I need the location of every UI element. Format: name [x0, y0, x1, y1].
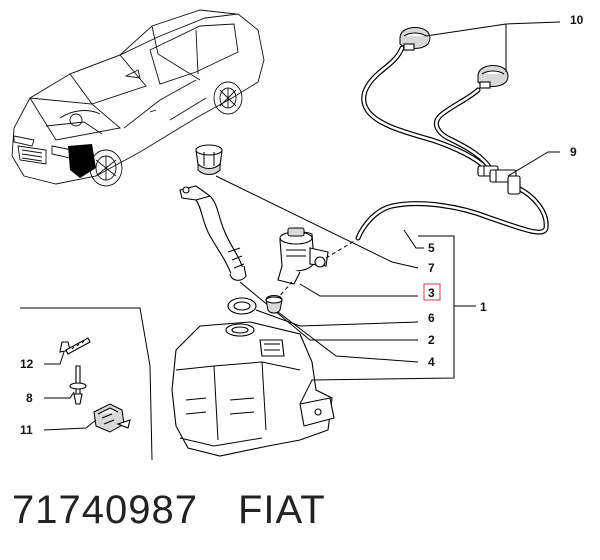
callout-3: 3: [428, 286, 435, 300]
filler-neck: [179, 185, 247, 281]
washer-nozzle-right: [477, 65, 509, 89]
car-illustration: [11, 9, 265, 187]
exploded-parts-diagram: 10 9 5 7 3 1 6 2 4 12 8 11: [11, 9, 584, 461]
callout-7: 7: [428, 261, 435, 275]
retainer-11: [93, 403, 131, 433]
callout-6: 6: [428, 311, 435, 325]
bolt-12: [59, 337, 91, 355]
washer-nozzle-left: [399, 27, 431, 51]
filler-cap: [195, 144, 223, 175]
callout-8: 8: [26, 391, 33, 405]
washer-reservoir: [171, 321, 335, 457]
part-number: 71740987: [12, 488, 198, 532]
part-caption: 71740987 FIAT: [12, 488, 326, 548]
pump-grommet: [265, 295, 283, 314]
callout-3-highlight-box: [423, 283, 441, 301]
t-connector: [477, 165, 521, 195]
callout-11: 11: [20, 423, 33, 437]
callout-9: 9: [570, 145, 577, 159]
callout-12: 12: [20, 357, 34, 371]
callout-2: 2: [428, 333, 435, 347]
callout-4: 4: [428, 355, 435, 369]
brand-name: FIAT: [237, 488, 326, 532]
clip-8: [69, 365, 87, 405]
seal-ring: [227, 297, 257, 315]
callout-1: 1: [480, 300, 487, 314]
washer-hoses: [355, 45, 549, 241]
washer-pump: [277, 227, 329, 285]
callout-10: 10: [570, 13, 584, 27]
callout-5: 5: [428, 241, 435, 255]
